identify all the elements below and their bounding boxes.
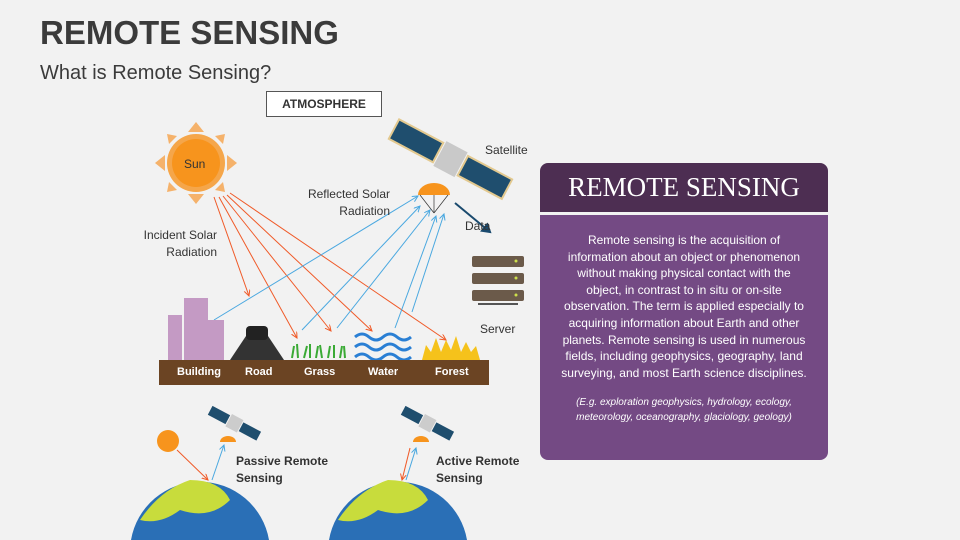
card-examples: (E.g. exploration geophysics, hydrology,… xyxy=(576,397,792,424)
data-label: Data xyxy=(465,219,491,233)
reflected-label: Reflected Solar Radiation xyxy=(307,187,390,218)
reflected-radiation-arrows xyxy=(213,196,444,331)
card-description: Remote sensing is the acquisition of inf… xyxy=(561,233,807,380)
ground-bar xyxy=(159,360,489,385)
grass-icon xyxy=(291,343,346,359)
sun-icon xyxy=(155,122,237,204)
incident-radiation-arrows xyxy=(213,192,446,340)
road-icon xyxy=(230,326,284,360)
ground-label-forest: Forest xyxy=(435,366,469,378)
passive-label: Passive Remote Sensing xyxy=(236,454,329,485)
server-label: Server xyxy=(480,322,516,336)
satellite-icon xyxy=(387,118,514,214)
card-title: REMOTE SENSING xyxy=(540,163,828,212)
active-sensing-illustration xyxy=(329,405,467,540)
server-icon xyxy=(472,256,524,305)
ground-label-water: Water xyxy=(368,366,399,378)
ground-label-road: Road xyxy=(245,366,273,378)
building-icon xyxy=(168,298,224,360)
sun-label: Sun xyxy=(184,157,206,171)
active-label: Active Remote Sensing xyxy=(436,454,520,485)
ground-label-building: Building xyxy=(177,366,221,378)
forest-icon xyxy=(422,336,480,360)
definition-card: Remote sensing is the acquisition of inf… xyxy=(540,215,828,460)
atmosphere-label: ATMOSPHERE xyxy=(266,91,382,117)
data-arrow xyxy=(454,202,492,234)
passive-sensing-illustration xyxy=(131,405,269,540)
page-subtitle: What is Remote Sensing? xyxy=(40,62,272,84)
ground-label-grass: Grass xyxy=(304,366,336,378)
page-title: REMOTE SENSING xyxy=(40,14,339,51)
satellite-label: Satellite xyxy=(485,143,528,157)
incident-label: Incident Solar Radiation xyxy=(143,228,217,259)
water-icon xyxy=(354,332,412,362)
